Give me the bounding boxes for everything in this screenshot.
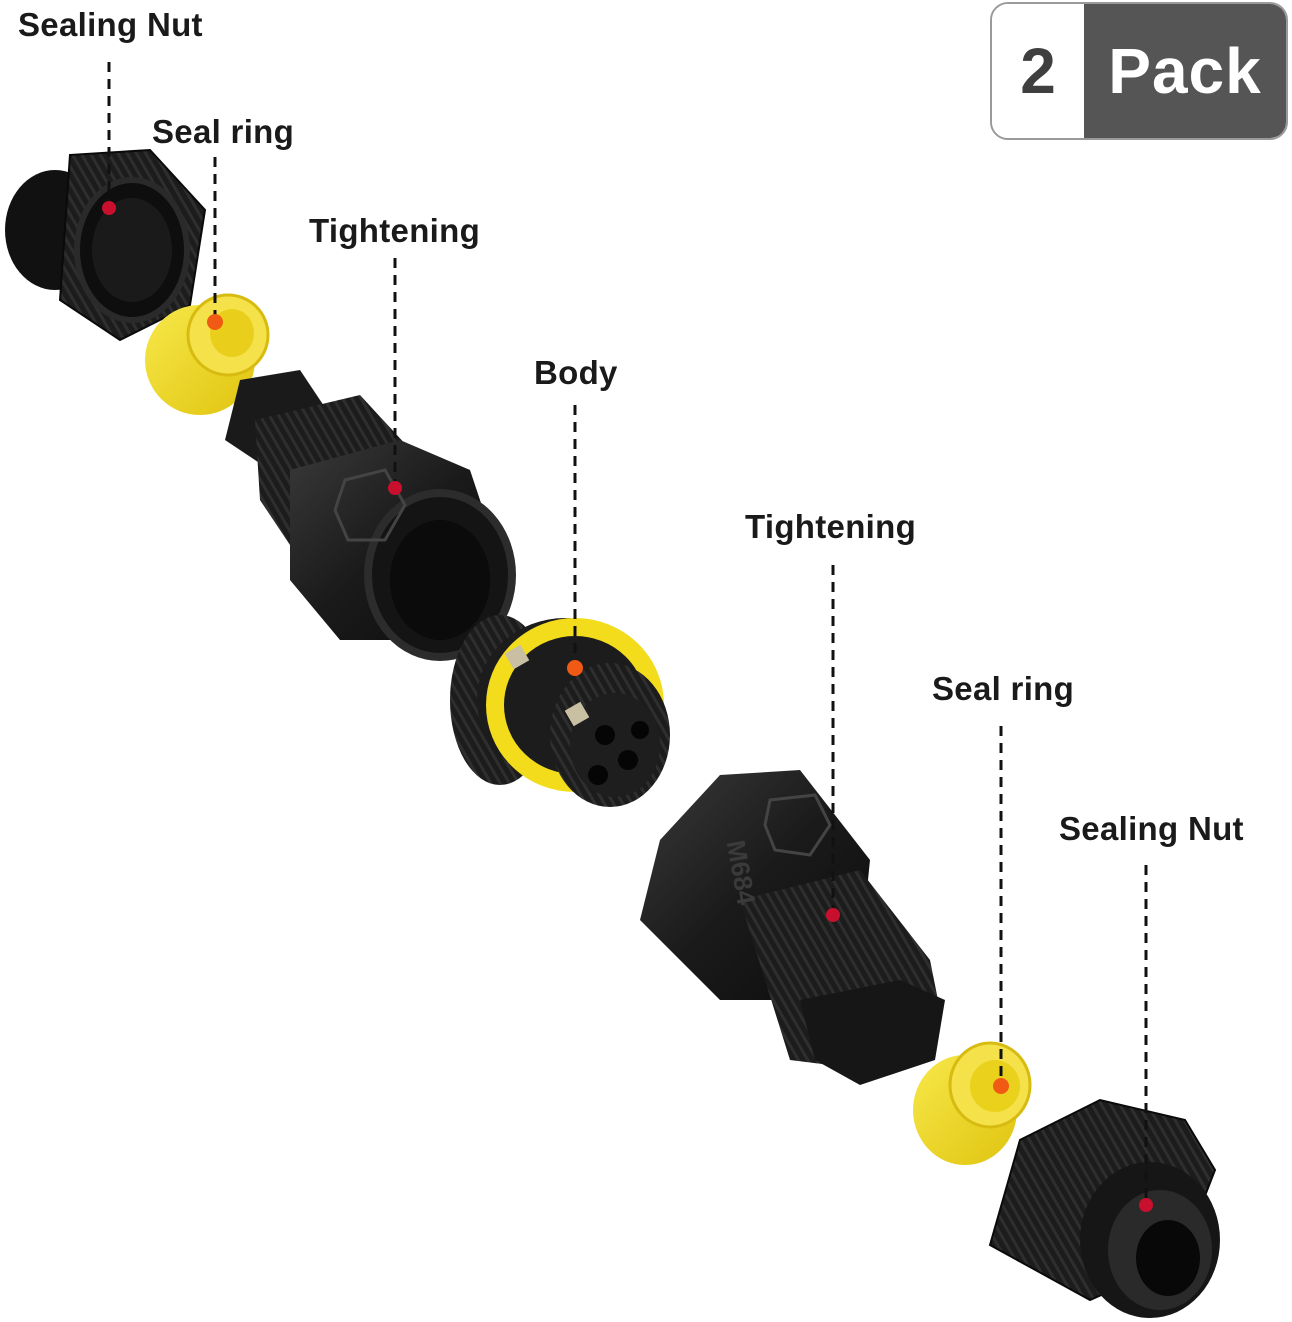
pack-count-word: Pack <box>1084 4 1286 138</box>
label-body: Body <box>534 354 618 391</box>
body-part <box>450 615 670 807</box>
label-sealing-nut-top: Sealing Nut <box>18 6 203 43</box>
tightening-top-part <box>225 370 516 661</box>
marker-dot <box>826 908 840 922</box>
marker-dot <box>567 660 583 676</box>
label-seal-ring-top: Seal ring <box>152 113 295 150</box>
leader-lines <box>107 62 1148 1205</box>
marker-dot <box>993 1078 1009 1094</box>
label-tightening-bottom: Tightening <box>745 508 917 545</box>
seal-ring-bottom-part <box>913 1041 1032 1165</box>
marker-dot <box>102 201 116 215</box>
label-seal-ring-bottom: Seal ring <box>932 670 1075 707</box>
marker-dot <box>388 481 402 495</box>
label-tightening-top: Tightening <box>309 212 481 249</box>
marker-dot <box>1139 1198 1153 1212</box>
seal-ring-top-part <box>145 293 270 415</box>
marker-dot <box>207 314 223 330</box>
pack-count-number: 2 <box>992 4 1084 138</box>
pack-count-badge: 2 Pack <box>990 2 1288 140</box>
tightening-bottom-part: M684 <box>640 770 945 1085</box>
label-sealing-nut-bottom: Sealing Nut <box>1059 810 1244 847</box>
sealing-nut-top-part <box>5 148 207 342</box>
sealing-nut-bottom-part <box>988 1098 1220 1318</box>
